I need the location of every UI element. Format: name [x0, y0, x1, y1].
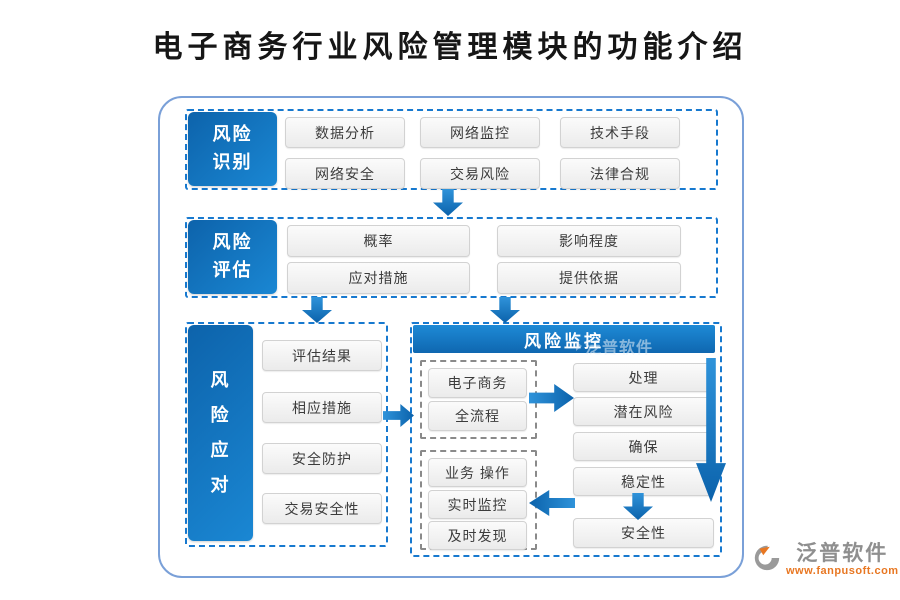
- brand-text: 泛普软件 www.fanpusoft.com: [786, 542, 899, 577]
- panel-risk-respond: [185, 322, 388, 547]
- fanpu-logo-icon: [754, 545, 780, 571]
- node-text: 业务 操作: [445, 464, 510, 481]
- node-ensure: 确保: [573, 432, 714, 461]
- label-risk-respond: 风 险 应 对: [188, 325, 253, 541]
- node-text: 全流程: [455, 408, 500, 424]
- node-text: 网络安全: [315, 165, 375, 182]
- node-stability: 稳定性: [573, 467, 714, 496]
- label-line: 对: [210, 475, 231, 496]
- label-line: 风险: [212, 232, 253, 253]
- node-security-protection: 安全防护: [262, 443, 382, 474]
- monitor-title: 风险监控: [524, 331, 604, 351]
- node-text: 法律合规: [590, 165, 650, 182]
- node-impact-degree: 影响程度: [497, 225, 681, 257]
- node-text: 数据分析: [315, 124, 375, 141]
- node-text: 技术手段: [590, 124, 650, 141]
- node-text: 安全性: [621, 525, 666, 541]
- node-text: 网络监控: [450, 124, 510, 141]
- node-text: 交易安全性: [284, 500, 360, 517]
- node-transaction-safety: 交易安全性: [262, 493, 382, 524]
- label-line: 险: [210, 404, 231, 425]
- node-text: 安全防护: [292, 450, 352, 467]
- node-handle: 处理: [573, 363, 714, 392]
- panel-risk-assess: [185, 217, 718, 298]
- node-text: 及时发现: [447, 527, 508, 544]
- node-network-monitor: 网络监控: [420, 117, 540, 148]
- label-line: 应: [210, 440, 231, 460]
- node-provide-basis: 提供依据: [497, 262, 681, 294]
- panel-risk-monitor: [410, 322, 722, 557]
- node-potential-risk: 潜在风险: [573, 397, 714, 426]
- node-safety: 安全性: [573, 518, 714, 548]
- node-assess-result: 评估结果: [262, 340, 382, 371]
- node-response-measures: 相应措施: [262, 392, 382, 423]
- node-text: 潜在风险: [613, 403, 674, 420]
- brand-url-link[interactable]: www.fanpusoft.com: [786, 565, 899, 578]
- node-trade-risk: 交易风险: [420, 158, 540, 189]
- node-text: 提供依据: [559, 270, 619, 286]
- node-network-security: 网络安全: [285, 158, 405, 189]
- node-text: 处理: [628, 369, 659, 386]
- node-ecommerce: 电子商务: [428, 368, 527, 398]
- node-legal-compliance: 法律合规: [560, 158, 680, 189]
- node-text: 概率: [363, 233, 394, 249]
- monitor-header: 风险监控: [413, 325, 715, 353]
- brand-name: 泛普软件: [796, 542, 889, 565]
- node-realtime-monitor: 实时监控: [428, 490, 527, 519]
- node-text: 确保: [628, 438, 659, 455]
- node-probability: 概率: [287, 225, 470, 257]
- node-text: 影响程度: [559, 233, 619, 249]
- node-text: 实时监控: [447, 496, 508, 513]
- node-data-analysis: 数据分析: [285, 117, 405, 148]
- node-text: 相应措施: [292, 399, 352, 416]
- label-line: 风: [210, 369, 231, 390]
- node-tech-means: 技术手段: [560, 117, 680, 148]
- label-line: 识别: [212, 152, 253, 172]
- node-full-process: 全流程: [428, 401, 527, 431]
- label-line: 评估: [212, 260, 253, 280]
- page-title: 电子商务行业风险管理模块的功能介绍: [152, 31, 748, 64]
- label-risk-identify: 风险 识别: [188, 112, 277, 186]
- node-countermeasures: 应对措施: [287, 262, 470, 294]
- node-text: 稳定性: [621, 473, 666, 490]
- node-text: 电子商务: [447, 375, 508, 391]
- label-line: 风险: [212, 124, 253, 145]
- node-text: 应对措施: [348, 270, 409, 286]
- node-business-operation: 业务 操作: [428, 458, 527, 487]
- node-timely-discovery: 及时发现: [428, 521, 527, 550]
- node-text: 交易风险: [450, 165, 510, 182]
- node-text: 评估结果: [292, 347, 352, 364]
- brand-block: 泛普软件 www.fanpusoft.com: [752, 542, 899, 577]
- label-risk-assess: 风险 评估: [188, 220, 277, 294]
